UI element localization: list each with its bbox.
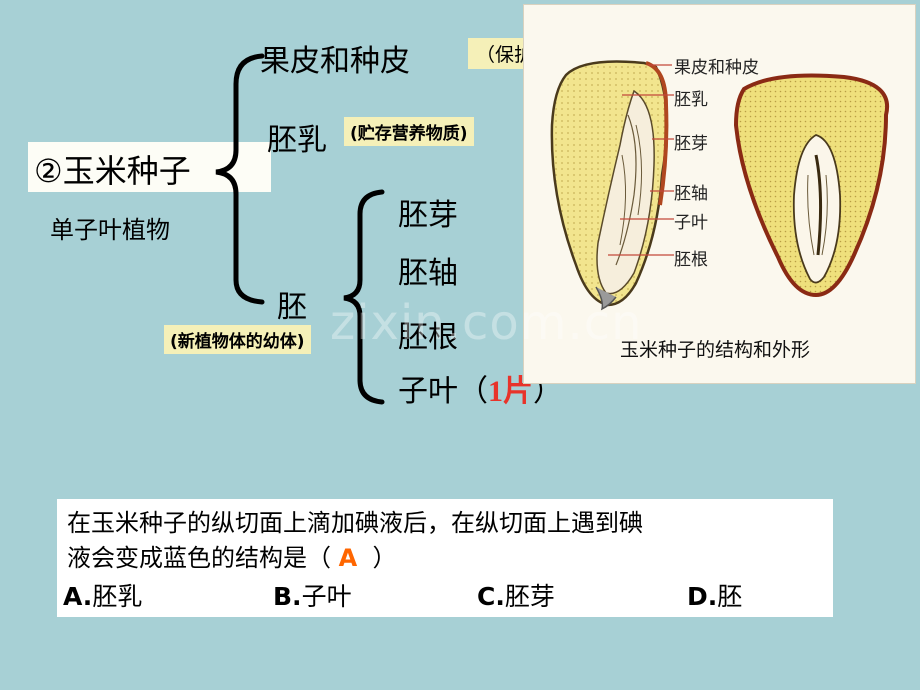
figure-label-cotyledon: 子叶 <box>674 213 708 233</box>
question-answer: A <box>338 544 358 572</box>
endosperm-note: (贮存营养物质) <box>344 117 474 146</box>
watermark: zixin.com.cn <box>330 295 643 351</box>
plant-classification: 单子叶植物 <box>50 216 170 244</box>
option-a[interactable]: A.胚乳 <box>63 577 142 613</box>
corn-seed-illustration <box>550 60 890 311</box>
option-d[interactable]: D.胚 <box>687 577 742 613</box>
option-c-letter: C. <box>477 582 505 611</box>
seed-title: ②玉米种子 <box>34 152 191 190</box>
option-c-text: 胚芽 <box>504 582 555 611</box>
option-a-letter: A. <box>63 582 93 611</box>
seed-external-embryo <box>792 134 842 284</box>
option-b-text: 子叶 <box>301 582 352 611</box>
figure-caption: 玉米种子的结构和外形 <box>620 339 811 361</box>
plumule-label: 胚芽 <box>398 198 458 233</box>
figure-label-radicle: 胚根 <box>674 250 708 270</box>
question-line-2: 液会变成蓝色的结构是（ A ） <box>67 541 823 576</box>
option-d-letter: D. <box>687 582 718 611</box>
cotyledon-text: 子叶（ <box>398 374 488 409</box>
brace-lines <box>215 53 385 405</box>
question-box: 在玉米种子的纵切面上滴加碘液后，在纵切面上遇到碘 液会变成蓝色的结构是（ A ）… <box>57 499 833 617</box>
seed-coat-edge <box>645 61 669 206</box>
cotyledon-label: 子叶（1片） <box>398 366 563 410</box>
pericarp-label: 果皮和种皮 <box>260 44 410 79</box>
main-brace <box>215 53 265 305</box>
question-line-2-close: ） <box>372 544 397 572</box>
question-line-1: 在玉米种子的纵切面上滴加碘液后，在纵切面上遇到碘 <box>67 509 643 537</box>
leader-lines <box>608 64 674 256</box>
embryo-note: (新植物体的幼体) <box>164 325 311 354</box>
seed-tip <box>595 286 617 311</box>
corn-seed-figure: 果皮和种皮 胚乳 胚芽 胚轴 子叶 胚根 玉米种子的结构和外形 <box>523 4 916 384</box>
option-b[interactable]: B.子叶 <box>273 577 352 613</box>
question-line-2-text: 液会变成蓝色的结构是（ <box>67 544 331 572</box>
radicle-label: 胚根 <box>398 320 458 355</box>
option-d-text: 胚 <box>717 582 743 611</box>
figure-label-plumule: 胚芽 <box>674 134 708 154</box>
option-c[interactable]: C.胚芽 <box>477 577 555 613</box>
hypocotyl-label: 胚轴 <box>398 256 458 291</box>
figure-label-hypocotyl: 胚轴 <box>674 184 708 204</box>
option-b-letter: B. <box>273 582 302 611</box>
figure-label-endosperm: 胚乳 <box>674 90 708 110</box>
endosperm-label: 胚乳 <box>267 123 327 158</box>
option-a-text: 胚乳 <box>92 582 143 611</box>
embryo-label: 胚 <box>277 290 307 325</box>
figure-label-pericarp: 果皮和种皮 <box>674 58 759 78</box>
embryo-brace <box>343 189 385 405</box>
